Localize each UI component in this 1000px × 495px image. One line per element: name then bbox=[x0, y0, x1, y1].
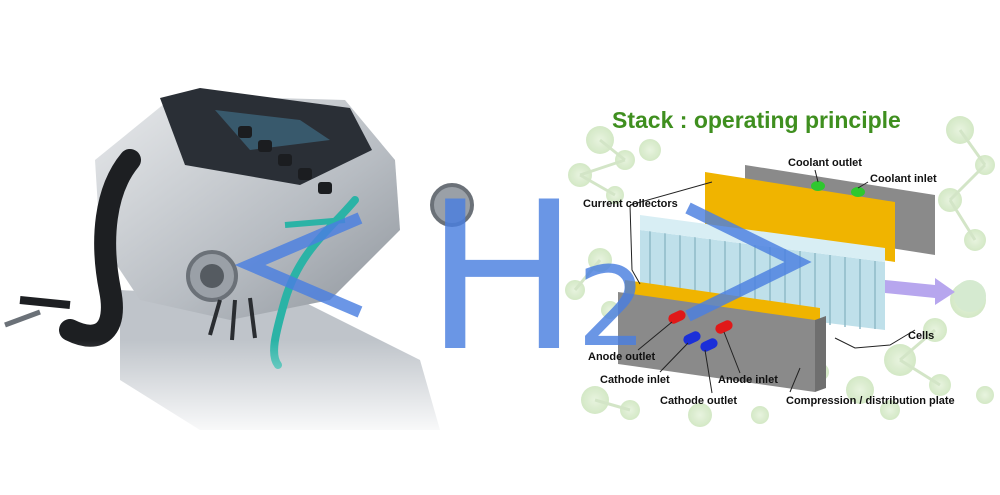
fuel-line bbox=[19, 296, 71, 309]
stack-title: Stack : operating principle bbox=[612, 107, 901, 133]
engine-illustration bbox=[0, 88, 474, 440]
intake-hose bbox=[59, 149, 141, 347]
label-cells: Cells bbox=[908, 330, 934, 342]
coolant-outlet-port bbox=[811, 181, 825, 191]
anode-outlet-port bbox=[668, 310, 686, 324]
flow-bubble bbox=[954, 280, 986, 312]
label-current-collectors: Current collectors bbox=[583, 198, 678, 210]
h2-formula-h: H bbox=[425, 159, 579, 397]
label-cathode-outlet: Cathode outlet bbox=[660, 395, 737, 407]
coolant-inlet-port bbox=[851, 187, 865, 197]
ignition-coils bbox=[238, 126, 332, 194]
flow-arrow bbox=[885, 278, 955, 305]
anode-inlet-port bbox=[715, 320, 733, 334]
hydrogen-rail bbox=[284, 217, 346, 228]
throttle-body-bore bbox=[200, 264, 224, 288]
cathode-outlet-port bbox=[700, 338, 718, 352]
label-coolant-outlet: Coolant outlet bbox=[788, 157, 862, 169]
fuel-line-2 bbox=[4, 309, 41, 328]
label-anode-inlet: Anode inlet bbox=[718, 374, 778, 386]
label-cathode-inlet: Cathode inlet bbox=[600, 374, 670, 386]
throttle-body-right bbox=[430, 183, 474, 227]
label-anode-outlet: Anode outlet bbox=[588, 351, 656, 363]
injectors bbox=[208, 297, 257, 341]
engine-fade bbox=[0, 340, 470, 440]
less-than-chevron bbox=[234, 212, 363, 318]
compression-plate-side bbox=[815, 316, 826, 392]
label-coolant-inlet: Coolant inlet bbox=[870, 173, 937, 185]
cathode-inlet-port bbox=[683, 331, 701, 345]
leader-lines bbox=[629, 169, 916, 394]
h2-formula-subscript: 2 bbox=[577, 243, 647, 371]
h2-overlay: H 2 bbox=[234, 159, 812, 397]
label-compression-plate: Compression / distribution plate bbox=[786, 395, 955, 407]
engine-cover-badge bbox=[215, 110, 330, 150]
greater-than-chevron bbox=[685, 202, 812, 322]
